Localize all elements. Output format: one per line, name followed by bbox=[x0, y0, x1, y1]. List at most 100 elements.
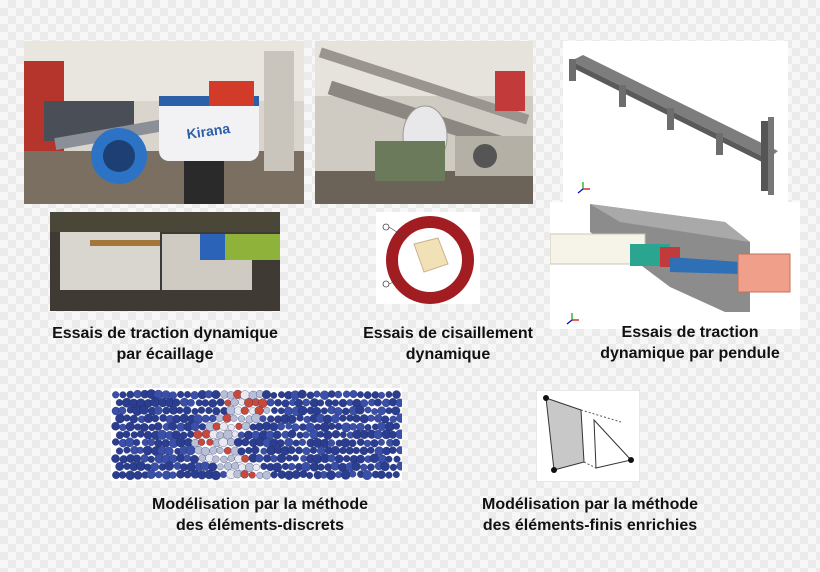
dem-sphere bbox=[183, 454, 192, 463]
dem-sphere bbox=[119, 423, 127, 432]
render-pendulum-frame bbox=[563, 41, 788, 204]
dem-sphere bbox=[168, 422, 178, 431]
dem-sphere bbox=[218, 437, 228, 447]
dem-sphere bbox=[125, 421, 135, 432]
dem-sphere bbox=[212, 422, 221, 431]
dem-sphere bbox=[349, 390, 358, 399]
dem-sphere bbox=[115, 462, 125, 471]
dem-sphere bbox=[237, 447, 246, 456]
dem-sphere bbox=[187, 398, 195, 407]
dem-sphere bbox=[216, 446, 224, 454]
dem-sphere bbox=[363, 439, 372, 448]
dem-sphere bbox=[357, 391, 364, 398]
dem-sphere bbox=[259, 415, 267, 423]
dem-sphere bbox=[227, 454, 235, 462]
dem-sphere bbox=[370, 439, 379, 448]
dem-sphere bbox=[235, 422, 243, 430]
dem-sphere bbox=[292, 439, 300, 447]
dem-sphere bbox=[389, 463, 397, 471]
dem-sphere bbox=[343, 455, 351, 463]
dem-sphere bbox=[320, 407, 328, 415]
dem-sphere bbox=[291, 470, 301, 479]
dem-sphere bbox=[388, 430, 397, 439]
dem-sphere bbox=[380, 461, 390, 472]
photo-high-speed-camera-setup: Kirana bbox=[24, 41, 304, 204]
dem-sphere bbox=[255, 454, 264, 463]
dem-sphere bbox=[284, 437, 294, 447]
dem-sphere bbox=[123, 414, 131, 422]
dem-sphere bbox=[319, 390, 330, 400]
dem-sphere bbox=[296, 431, 304, 439]
dem-sphere bbox=[340, 469, 351, 480]
dem-sphere bbox=[317, 399, 325, 407]
dem-sphere bbox=[197, 438, 206, 446]
dem-sphere bbox=[326, 470, 336, 480]
dem-sphere bbox=[176, 469, 185, 479]
dem-sphere bbox=[348, 439, 357, 448]
dem-sphere bbox=[355, 405, 365, 415]
dem-sphere bbox=[281, 399, 290, 408]
dem-sphere bbox=[216, 398, 225, 407]
dem-sphere bbox=[144, 463, 152, 471]
dem-sphere bbox=[237, 431, 245, 439]
dem-sphere bbox=[262, 471, 271, 480]
dem-sphere bbox=[251, 445, 260, 455]
dem-sphere bbox=[270, 454, 278, 463]
axis-triad-icon bbox=[566, 313, 579, 325]
dem-sphere bbox=[296, 414, 304, 422]
dem-sphere bbox=[377, 438, 385, 446]
dem-sphere bbox=[295, 446, 303, 455]
dem-sphere bbox=[393, 455, 401, 463]
dem-sphere bbox=[115, 399, 123, 407]
dem-sphere bbox=[299, 470, 308, 478]
dem-sphere bbox=[201, 414, 210, 423]
dem-sphere bbox=[256, 471, 264, 479]
dem-sphere bbox=[263, 454, 272, 463]
dem-sphere bbox=[360, 399, 369, 408]
dem-sphere bbox=[338, 398, 348, 408]
dem-sphere bbox=[340, 438, 351, 448]
dem-sphere bbox=[240, 406, 249, 415]
dem-sphere bbox=[136, 430, 145, 438]
caption-xfem-line1: Modélisation par la méthode bbox=[481, 496, 699, 513]
dem-sphere bbox=[381, 415, 390, 424]
dem-sphere bbox=[227, 423, 235, 431]
dem-sphere bbox=[356, 422, 365, 432]
dem-sphere bbox=[197, 406, 206, 414]
dem-sphere bbox=[115, 413, 125, 424]
dem-sphere bbox=[276, 439, 285, 448]
dem-sphere bbox=[219, 470, 227, 479]
dem-sphere bbox=[187, 430, 195, 438]
dem-sphere bbox=[342, 407, 350, 416]
dem-sphere bbox=[252, 463, 260, 471]
dem-sphere bbox=[143, 430, 153, 440]
dem-sphere bbox=[364, 423, 372, 431]
dem-sphere bbox=[216, 463, 224, 471]
dem-sphere bbox=[349, 423, 357, 431]
dem-sphere bbox=[267, 415, 275, 423]
dem-sphere bbox=[349, 470, 357, 478]
dem-sphere bbox=[212, 407, 221, 416]
dem-sphere bbox=[184, 391, 191, 398]
dem-sphere bbox=[118, 406, 127, 415]
dem-sphere bbox=[352, 446, 360, 455]
dem-sphere bbox=[339, 414, 347, 422]
dem-sphere bbox=[238, 415, 245, 423]
dem-sphere bbox=[330, 445, 340, 456]
dem-sphere bbox=[392, 438, 401, 447]
dem-sphere bbox=[392, 390, 401, 399]
dem-sphere bbox=[297, 389, 307, 399]
dem-sphere bbox=[285, 422, 293, 430]
dem-sphere bbox=[389, 415, 397, 423]
dem-sphere bbox=[208, 414, 217, 423]
dem-sphere bbox=[231, 430, 239, 438]
caption-shear: Essais de cisaillement dynamique bbox=[338, 323, 558, 365]
dem-sphere bbox=[287, 429, 297, 439]
dem-sphere bbox=[374, 414, 383, 423]
dem-sphere bbox=[367, 463, 375, 471]
dem-sphere bbox=[362, 470, 373, 480]
dem-sphere bbox=[330, 414, 340, 424]
dem-sphere bbox=[226, 405, 236, 416]
dem-sphere bbox=[177, 390, 185, 399]
caption-dem-line1: Modélisation par la méthode bbox=[151, 496, 369, 513]
